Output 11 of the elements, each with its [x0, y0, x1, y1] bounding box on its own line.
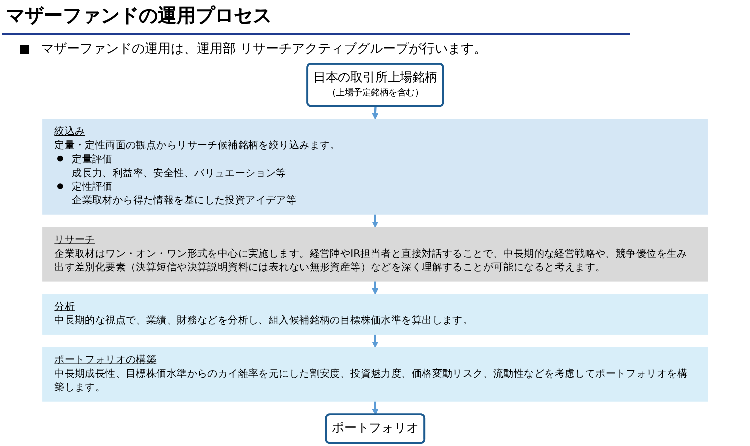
node-box: リサーチ 企業取材はワン・オン・ワン形式を中心に実施します。経営陣やIR担当者と直接対話することで、中長期的な経営戦略や、競争優位を生み出す差別化要素（決算短信や決算説明資料には表れない無形資産等）などを深く理解することが可能になると考えます。	[42, 227, 708, 282]
title: マザーファンドの運用プロセス	[6, 4, 272, 28]
arrow	[372, 402, 378, 416]
node-box: ポートフォリオの構築 中長期成長性、目標株価水準からのカイ離率を元にした割安度、投資魅力度、価格変動リスク、流動性などを考慮してポートフォリオを構築します。	[42, 347, 708, 402]
node-box: 絞込み 定量・定性両面の観点からリサーチ候補銘柄を絞り込みます。 定量評価 成長力、利益率、安全性、バリュエーション等 定性評価 企業取材から得た情報を基にした投資アイデア等	[42, 119, 708, 215]
arrow	[372, 214, 378, 228]
arrow	[372, 106, 378, 120]
arrow	[372, 334, 378, 348]
node-box: 分析 中長期的な視点で、業績、財務などを分析し、組入候補銘柄の目標株価水準を算出します。	[42, 294, 708, 335]
arrow	[372, 281, 378, 295]
note-text: マザーファンドの運用は、運用部 リサーチアクティブグループが行います。	[41, 41, 488, 58]
